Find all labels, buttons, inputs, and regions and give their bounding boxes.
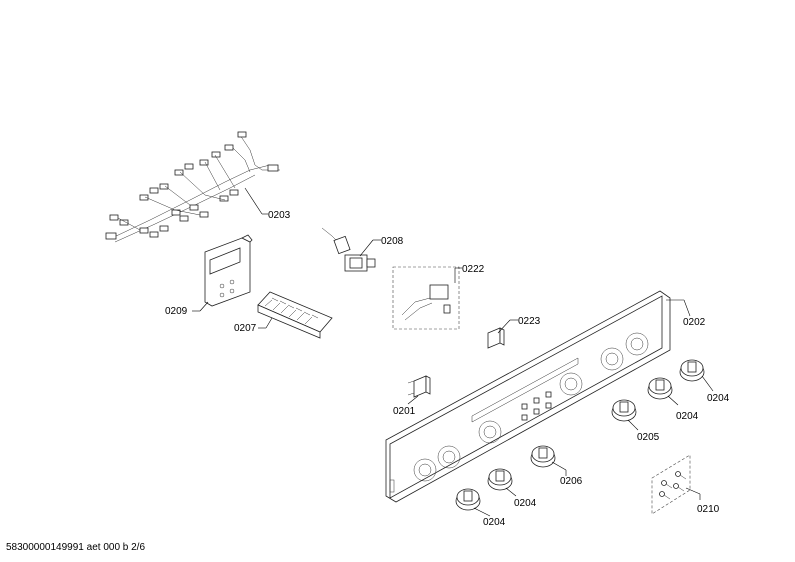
label-0204-b: 0204 <box>676 411 699 422</box>
document-footer-id: 58300000149991 aet 000 b 2/6 <box>6 542 146 553</box>
knob-0204-mid-right <box>647 377 673 400</box>
thermostat-0208 <box>321 227 376 272</box>
label-0209: 0209 <box>165 306 188 317</box>
label-0207: 0207 <box>234 323 257 334</box>
terminal-block-0207 <box>257 291 333 339</box>
knob-0204-bottom-left <box>455 488 481 511</box>
label-0202: 0202 <box>683 317 706 328</box>
screw-set-0210 <box>651 454 691 515</box>
control-panel-0202 <box>385 290 671 503</box>
bracket-0201 <box>407 375 431 398</box>
label-0222: 0222 <box>462 264 485 275</box>
wiring-harness-0203 <box>105 131 280 243</box>
label-0210: 0210 <box>697 504 720 515</box>
label-0204-a: 0204 <box>707 393 730 404</box>
label-0205: 0205 <box>637 432 660 443</box>
label-0204-c: 0204 <box>514 498 537 509</box>
bracket-0223 <box>487 327 505 349</box>
knob-0204-top-right <box>679 359 705 382</box>
knob-0206 <box>530 445 556 468</box>
label-0201: 0201 <box>393 406 416 417</box>
knob-0204-bottom-mid <box>487 468 513 491</box>
knob-0205 <box>611 399 637 422</box>
label-0206: 0206 <box>560 476 583 487</box>
wire-assembly-0222 <box>392 266 460 330</box>
label-0203: 0203 <box>268 210 291 221</box>
label-0208: 0208 <box>381 236 404 247</box>
control-module-0209 <box>204 234 253 307</box>
label-0223: 0223 <box>518 316 541 327</box>
label-0204-d: 0204 <box>483 517 506 528</box>
